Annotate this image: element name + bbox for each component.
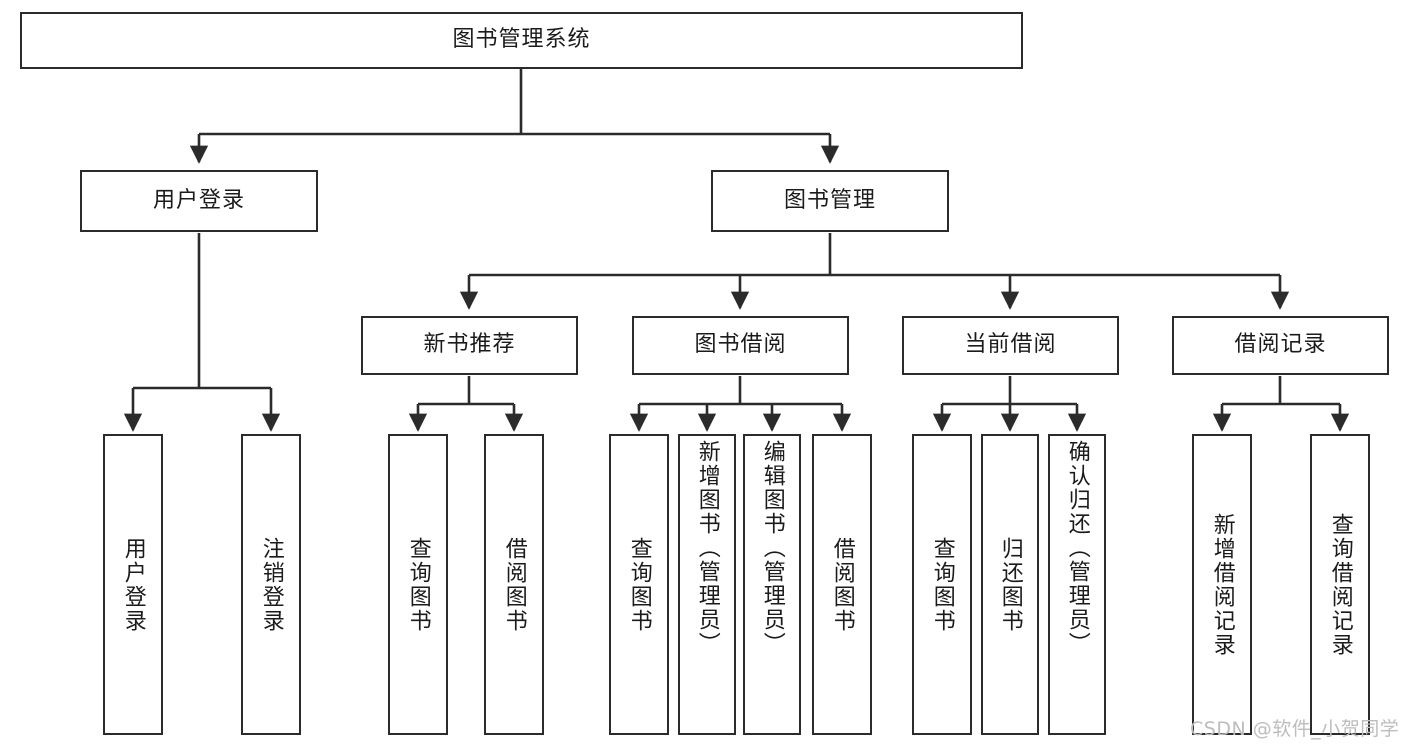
node-label: 当前借阅 <box>964 332 1057 358</box>
node-book-management[interactable]: 图书管理 <box>711 170 949 232</box>
leaf-borrow-record-add-record[interactable]: 新增借阅记录 <box>1192 434 1252 735</box>
node-label: 新增图书（管理员） <box>694 440 720 656</box>
node-label: 查询借阅记录 <box>1327 512 1353 657</box>
leaf-current-borrow-query-book[interactable]: 查询图书 <box>912 434 972 735</box>
leaf-current-borrow-confirm-return-admin[interactable]: 确认归还（管理员） <box>1048 434 1106 735</box>
node-label: 图书管理系统 <box>452 27 591 53</box>
node-label: 查询图书 <box>929 536 955 633</box>
node-label: 查询图书 <box>405 536 431 633</box>
node-borrow-record[interactable]: 借阅记录 <box>1172 316 1389 375</box>
node-label: 用户登录 <box>120 536 146 633</box>
node-label: 新书推荐 <box>423 332 516 358</box>
node-label: 用户登录 <box>152 187 245 213</box>
leaf-book-borrow-borrow-book[interactable]: 借阅图书 <box>812 434 872 735</box>
leaf-book-borrow-query-book[interactable]: 查询图书 <box>609 434 669 735</box>
node-label: 查询图书 <box>626 536 652 633</box>
node-label: 注销登录 <box>258 536 284 633</box>
node-label: 图书借阅 <box>694 332 787 358</box>
node-label: 新增借阅记录 <box>1209 512 1235 657</box>
node-book-borrow[interactable]: 图书借阅 <box>632 316 849 375</box>
leaf-new-book-query-book[interactable]: 查询图书 <box>388 434 448 735</box>
node-label: 编辑图书（管理员） <box>759 440 785 656</box>
node-current-borrow[interactable]: 当前借阅 <box>902 316 1119 375</box>
leaf-current-borrow-return-book[interactable]: 归还图书 <box>981 434 1039 735</box>
leaf-book-borrow-add-book-admin[interactable]: 新增图书（管理员） <box>678 434 736 735</box>
node-label: 归还图书 <box>997 536 1023 633</box>
node-label: 借阅图书 <box>501 536 527 633</box>
node-label: 确认归还（管理员） <box>1064 440 1090 656</box>
leaf-book-borrow-edit-book-admin[interactable]: 编辑图书（管理员） <box>743 434 801 735</box>
node-label: 借阅记录 <box>1234 332 1327 358</box>
node-label: 图书管理 <box>783 187 876 213</box>
node-root-system[interactable]: 图书管理系统 <box>20 12 1023 69</box>
node-user-login[interactable]: 用户登录 <box>80 170 318 232</box>
leaf-user-login-login[interactable]: 用户登录 <box>103 434 163 735</box>
node-label: 借阅图书 <box>829 536 855 633</box>
leaf-user-login-logout[interactable]: 注销登录 <box>241 434 301 735</box>
leaf-borrow-record-query-record[interactable]: 查询借阅记录 <box>1310 434 1370 735</box>
leaf-new-book-borrow-book[interactable]: 借阅图书 <box>484 434 544 735</box>
node-new-book-recommend[interactable]: 新书推荐 <box>361 316 578 375</box>
